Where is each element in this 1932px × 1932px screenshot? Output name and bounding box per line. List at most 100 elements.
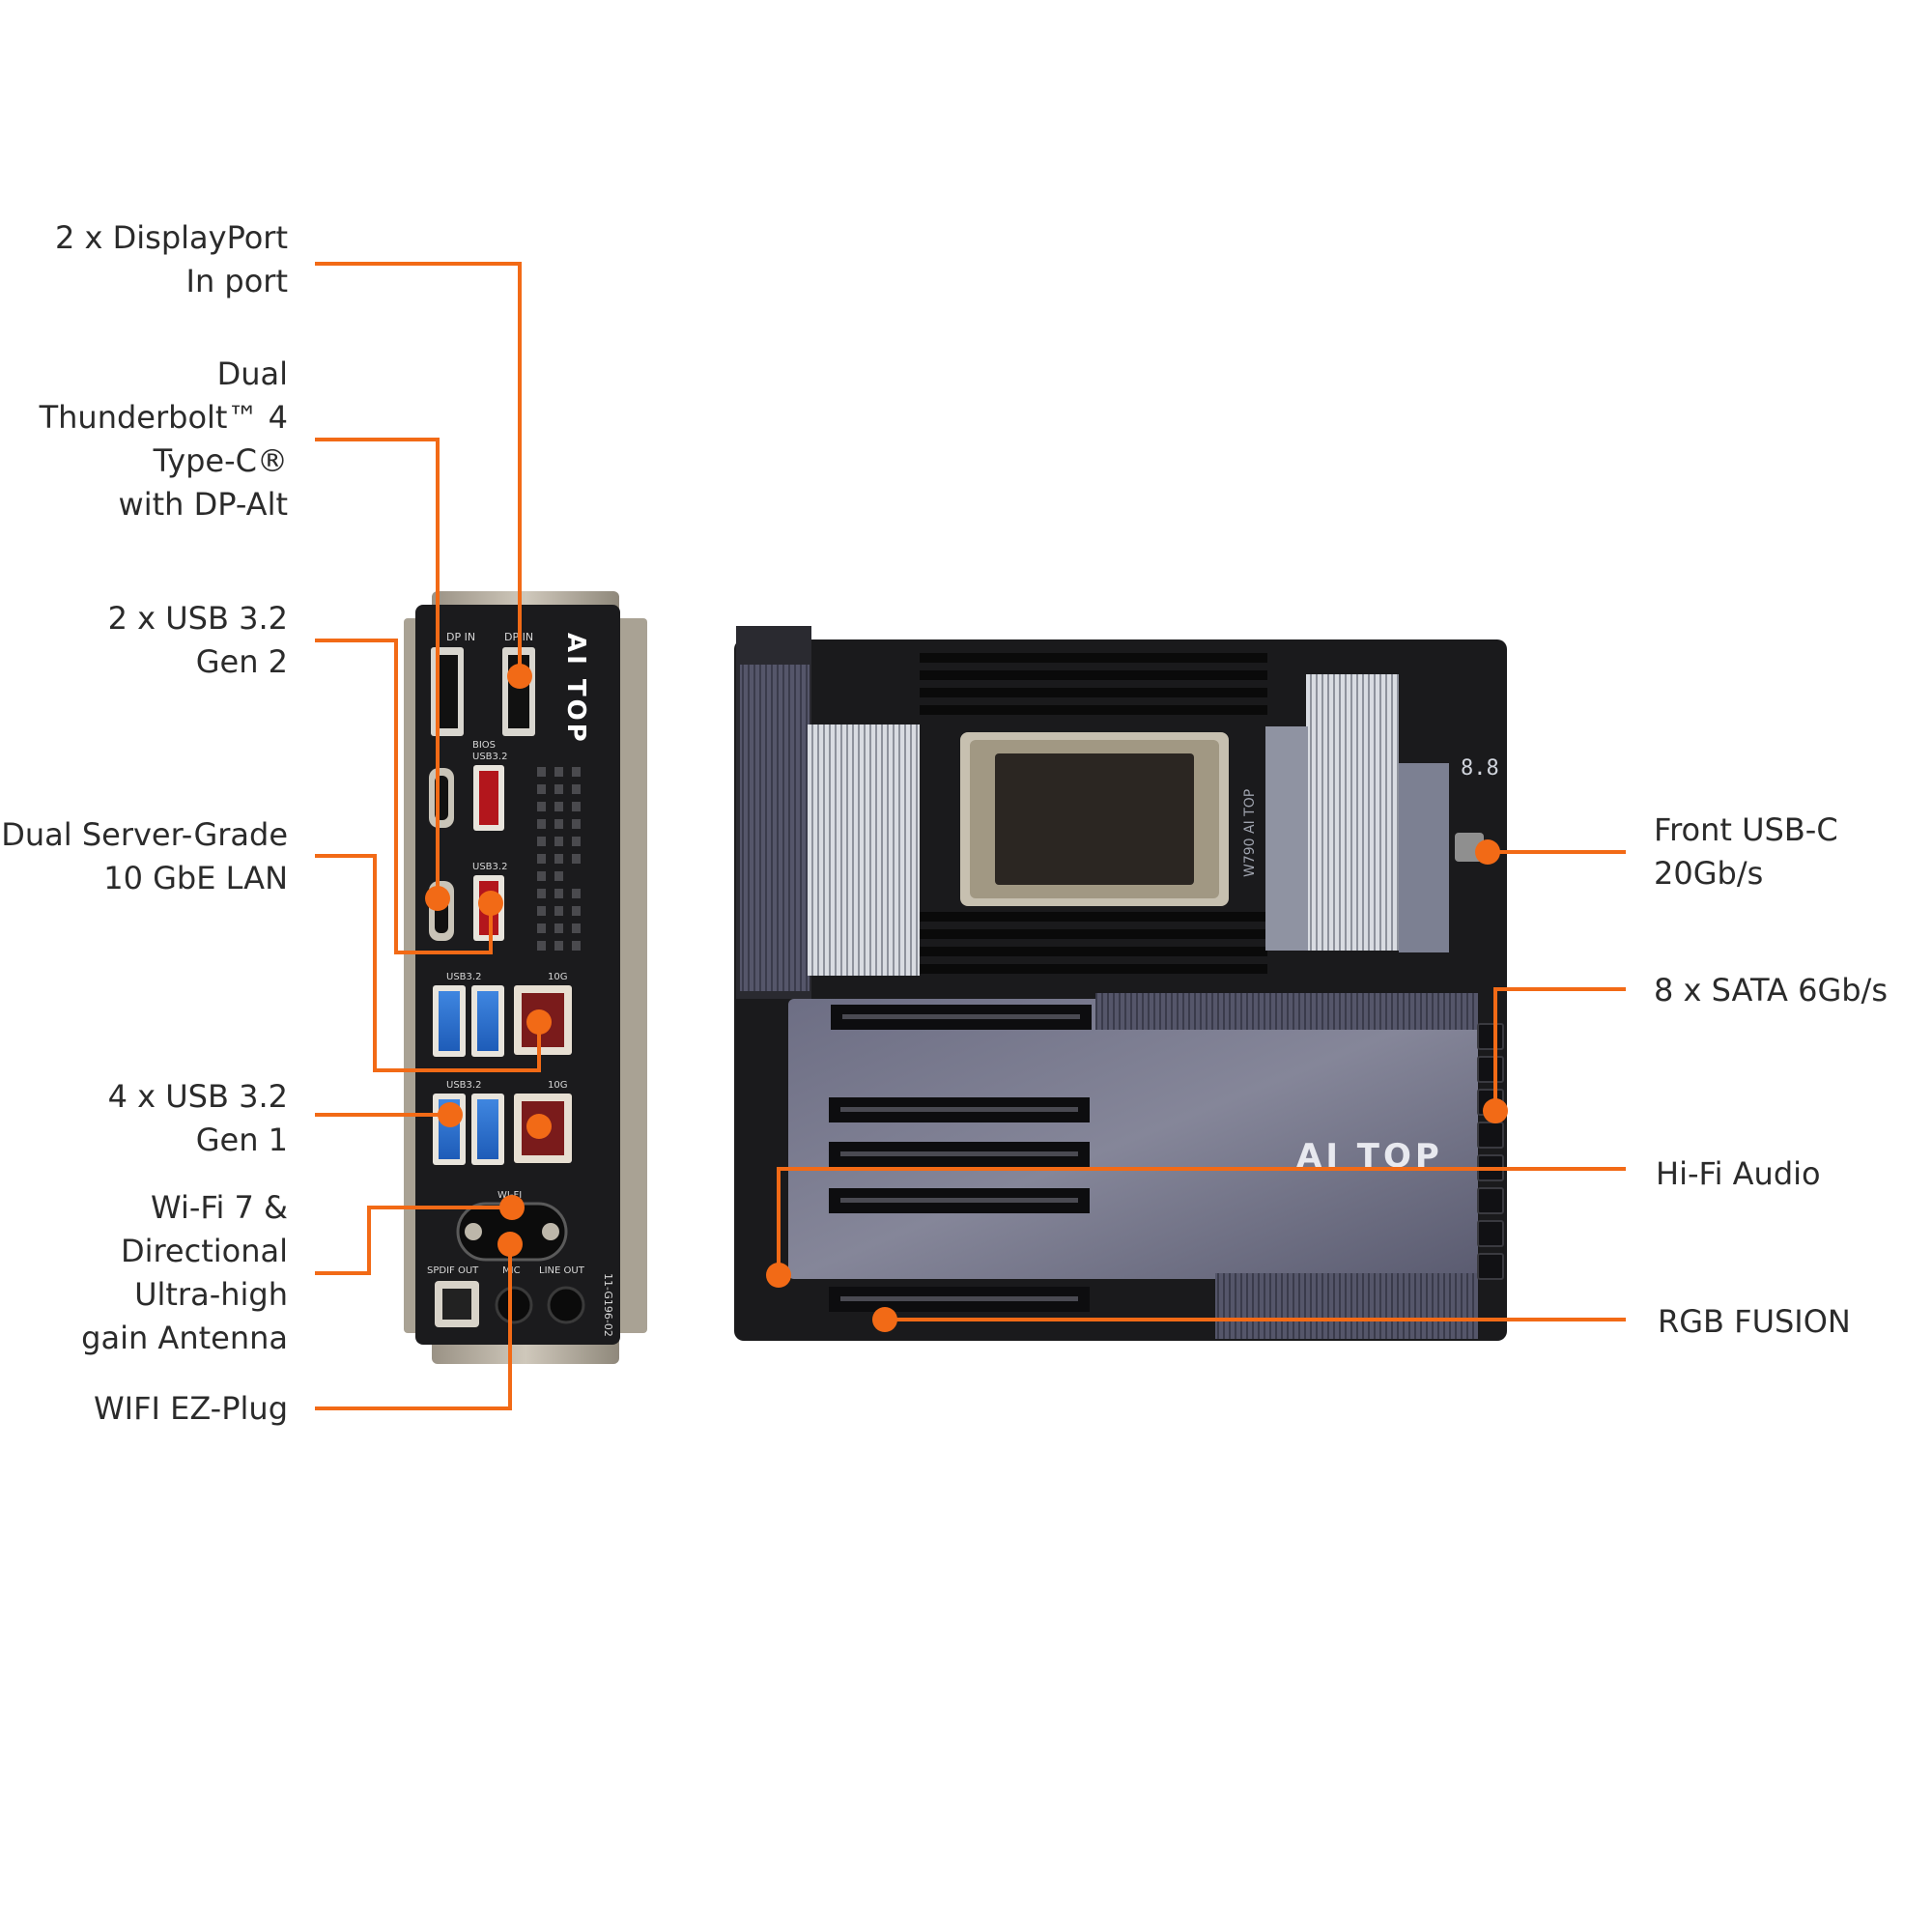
vent-hole [572, 906, 581, 916]
callout-rgb-fusion: RGB FUSION [1658, 1300, 1851, 1344]
dimm-slot [920, 653, 1267, 663]
callout-line: Gen 2 [195, 643, 288, 680]
callout-line: Front USB-C [1654, 811, 1838, 848]
callout-dot [1475, 839, 1500, 865]
vent-hole [554, 819, 563, 829]
usb-gen1-port-2-inner [477, 991, 498, 1051]
callout-line: RGB FUSION [1658, 1303, 1851, 1340]
vent-hole [554, 784, 563, 794]
displayport-port-1-inner [437, 655, 458, 728]
sata-port [1477, 1220, 1504, 1247]
vent-hole [537, 923, 546, 933]
vent-hole [554, 854, 563, 864]
line-out-jack[interactable] [547, 1286, 585, 1324]
callout-dot [497, 1232, 523, 1257]
vent-hole [554, 767, 563, 777]
callout-dot [438, 1102, 463, 1127]
port-label-lan-1: 10G [548, 972, 567, 982]
pcie-slot-contacts [840, 1107, 1078, 1112]
callout-usb-gen1: 4 x USB 3.2 Gen 1 [108, 1075, 288, 1162]
callout-line: 8 x SATA 6Gb/s [1654, 972, 1888, 1009]
port-label-usb32-blue-1: USB3.2 [446, 972, 481, 982]
callout-dots [425, 664, 1508, 1332]
dimm-slot [920, 929, 1267, 939]
callout-hifi-audio: Hi-Fi Audio [1656, 1152, 1821, 1196]
vrm-heatsink-right [1306, 674, 1399, 951]
vent-hole [572, 784, 581, 794]
motherboard: W790 AI TOP 8.8 AI TOP [734, 626, 1507, 1341]
io-shield-tab-right [614, 618, 647, 1333]
board-model-text: W790 AI TOP [1242, 789, 1258, 877]
pcie-cover-fins-top [1095, 993, 1478, 1030]
vent-hole [572, 802, 581, 811]
vent-hole [572, 819, 581, 829]
port-label-line-out: LINE OUT [539, 1265, 585, 1276]
pcie-slot-contacts [842, 1014, 1080, 1019]
port-label-usb32-red: USB3.2 [472, 862, 507, 872]
callout-line: Ultra-high [134, 1276, 288, 1313]
port-label-usb32-blue-2: USB3.2 [446, 1080, 481, 1091]
callout-dot [478, 891, 503, 916]
wifi-antenna-jack-2[interactable] [542, 1223, 559, 1240]
vent-hole [537, 854, 546, 864]
wifi-antenna-jack-1[interactable] [465, 1223, 482, 1240]
callout-line: Wi-Fi 7 & [151, 1189, 288, 1226]
pcie-cover-fins-bottom [1215, 1273, 1478, 1339]
port-label-usb32-bios: USB3.2 [472, 752, 507, 762]
vent-hole [572, 941, 581, 951]
dimm-slot [920, 688, 1267, 697]
vent-hole [537, 889, 546, 898]
callout-dot [872, 1307, 897, 1332]
leader-lines [315, 262, 1626, 1410]
callout-line: Hi-Fi Audio [1656, 1155, 1821, 1192]
io-panel: DP IN DP IN AI TOP BIOS USB3.2 USB3.2 US… [404, 591, 647, 1364]
sata-port [1477, 1056, 1504, 1083]
mic-jack[interactable] [495, 1286, 533, 1324]
pcie-slots [829, 1005, 1092, 1312]
callout-line: 2 x USB 3.2 [107, 600, 288, 637]
port-label-dp-in-1: DP IN [446, 631, 475, 643]
leader-line [1493, 987, 1626, 1111]
usb-gen1-port-1-inner [439, 991, 460, 1051]
pcie-slot-contacts [840, 1198, 1078, 1203]
vrm-heatsink-left [808, 724, 920, 976]
vent-hole [537, 837, 546, 846]
vent-hole [554, 889, 563, 898]
part-number: 11-G196-02 [602, 1273, 614, 1337]
dimm-slots-bottom [920, 912, 1267, 974]
callout-line: 4 x USB 3.2 [107, 1078, 288, 1115]
callout-dot [766, 1263, 791, 1288]
callout-line: Type-C® [153, 442, 288, 479]
port-label-lan-2: 10G [548, 1080, 567, 1091]
callout-line: Thunderbolt™ 4 [39, 399, 288, 436]
leader-line [315, 1244, 512, 1410]
vent-hole [572, 889, 581, 898]
vent-hole [537, 784, 546, 794]
callout-wifi7: Wi-Fi 7 & Directional Ultra-high gain An… [81, 1186, 288, 1360]
cpu-socket[interactable] [995, 753, 1194, 885]
callout-dot [526, 1009, 552, 1035]
dimm-slot [920, 947, 1267, 956]
dimm-slot [920, 705, 1267, 715]
vent-hole [537, 871, 546, 881]
debug-led-display: 8.8 [1461, 756, 1499, 781]
callout-dot [526, 1114, 552, 1139]
callout-line: In port [185, 263, 288, 299]
callout-line: 20Gb/s [1654, 855, 1764, 892]
callout-line: gain Antenna [81, 1320, 288, 1356]
io-logo: AI TOP [561, 633, 590, 745]
vent-hole [572, 923, 581, 933]
dimm-slot [920, 670, 1267, 680]
callout-sata: 8 x SATA 6Gb/s [1654, 969, 1888, 1012]
pcie-slot-contacts [840, 1296, 1078, 1301]
callout-line: Dual [216, 355, 288, 392]
spdif-out-port-inner [442, 1289, 471, 1320]
callout-line: with DP-Alt [118, 486, 288, 523]
vent-hole [537, 819, 546, 829]
vent-hole [554, 906, 563, 916]
vent-hole [554, 923, 563, 933]
sata-port [1477, 1187, 1504, 1214]
vent-hole [554, 837, 563, 846]
chipset-block [1399, 763, 1449, 952]
leader-line [315, 854, 541, 1072]
